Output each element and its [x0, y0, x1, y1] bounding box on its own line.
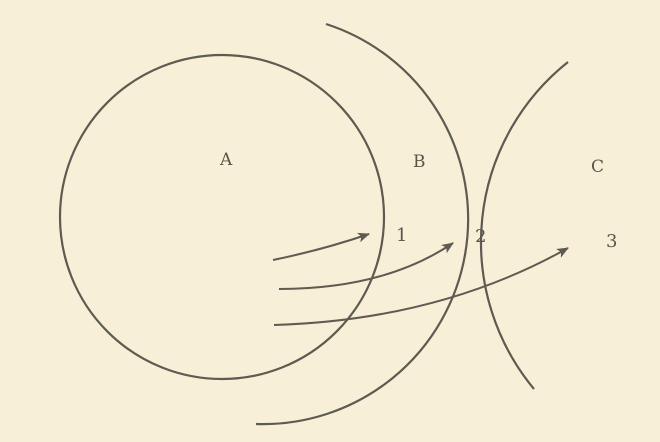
arrow-1: [272, 232, 370, 261]
region-label-c: C: [591, 157, 604, 177]
arc-c: [479, 61, 569, 390]
point-label-1: 1: [396, 225, 407, 246]
arrow-2: [278, 242, 454, 290]
point-label-3: 3: [606, 231, 617, 252]
arrow-3: [273, 247, 569, 326]
region-label-b: B: [413, 152, 426, 172]
point-label-2: 2: [475, 226, 486, 247]
region-label-a: A: [219, 150, 233, 170]
circle-a: [58, 53, 386, 381]
arc-b: [255, 22, 470, 426]
